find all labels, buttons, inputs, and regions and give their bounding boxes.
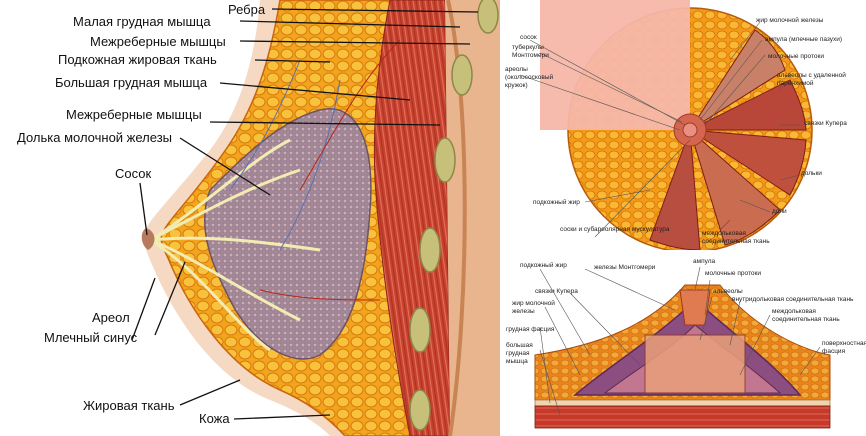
label-br-interlobular: междольковая соединительная ткань [772, 308, 840, 323]
major-pectoral-band [534, 405, 831, 429]
skin-quadrant [540, 0, 690, 130]
label-nipple: Сосок [115, 166, 152, 181]
lobes [649, 29, 807, 250]
label-tr-nipple: сосок [520, 34, 537, 41]
label-subcutaneous-fat: Подкожная жировая ткань [58, 52, 217, 67]
label-tr-ampulla: ампула (млечные пазухи) [765, 36, 843, 43]
label-br-pectoral-fascia: грудная фасция [506, 326, 555, 333]
label-br-subcut: подкожный жир [520, 262, 567, 269]
label-intercostal-1: Межреберные мышцы [90, 34, 226, 49]
label-br-superficial-fascia: поверхностная фасция [822, 340, 866, 355]
label-tr-cooper: связки Купера [804, 120, 847, 127]
label-pectoralis-minor: Малая грудная мышца [73, 14, 211, 29]
label-tr-nipple-muscle: соски и субареолярная мускулатура [560, 226, 670, 233]
label-tr-montgomery: туберкулы Монтгомери [512, 44, 549, 59]
label-intercostal-2: Межреберные мышцы [66, 107, 202, 122]
milk-ducts [149, 138, 321, 352]
label-br-montgomery: железы Монтгомери [594, 264, 656, 271]
label-fat-tissue: Жировая ткань [83, 398, 175, 413]
breast-cross-section-illustration [534, 266, 831, 429]
label-br-gland-fat: жир молочной железы [512, 300, 555, 315]
label-br-ampulla: ампула [693, 258, 716, 265]
label-tr-interlobular: междольковая соединительная ткань [702, 230, 770, 245]
gland-lobules [203, 107, 372, 360]
label-br-cooper: связки Купера [535, 288, 578, 295]
label-br-alveoli: альвеолы [713, 288, 743, 295]
nipple-cross [679, 289, 711, 326]
breast-front-view-illustration [519, 0, 813, 250]
label-tr-alveoli: альвеолы с удаленной паренхимой [777, 72, 846, 87]
label-milk-sinus: Млечный синус [44, 330, 138, 345]
fascia [534, 399, 831, 407]
pointer-lines [131, 8, 479, 420]
nipple-front [682, 122, 698, 138]
chest-wall [445, 0, 500, 436]
label-tr-lobes2: доли [772, 208, 787, 215]
pectoral-muscle [373, 0, 451, 436]
label-tr-lobes: дольки [801, 170, 822, 177]
label-pectoralis-major: Большая грудная мышца [55, 75, 208, 90]
label-lobule: Долька молочной железы [17, 130, 173, 145]
label-tr-gland-fat: жир молочной железы [756, 17, 824, 24]
label-br-major-pectoral: большая грудная мышца [506, 342, 533, 365]
nipple-shape [141, 228, 155, 250]
ribs [409, 0, 499, 431]
pointer-lines-top [519, 21, 801, 238]
pointer-lines-bottom [539, 266, 821, 416]
label-ribs: Ребра [228, 2, 266, 17]
label-tr-ducts: молочные протоки [768, 53, 824, 60]
label-areola: Ареол [92, 310, 130, 325]
breast-side-view-illustration [131, 0, 500, 436]
label-br-intralobular: внутридольковая соединительная ткань [732, 296, 854, 303]
label-skin: Кожа [199, 411, 230, 426]
label-br-ducts: молочные протоки [705, 270, 761, 277]
label-tr-subcut: подкожный жир [533, 199, 580, 206]
label-tr-areola: ареолы (околососковый кружок) [505, 66, 554, 89]
